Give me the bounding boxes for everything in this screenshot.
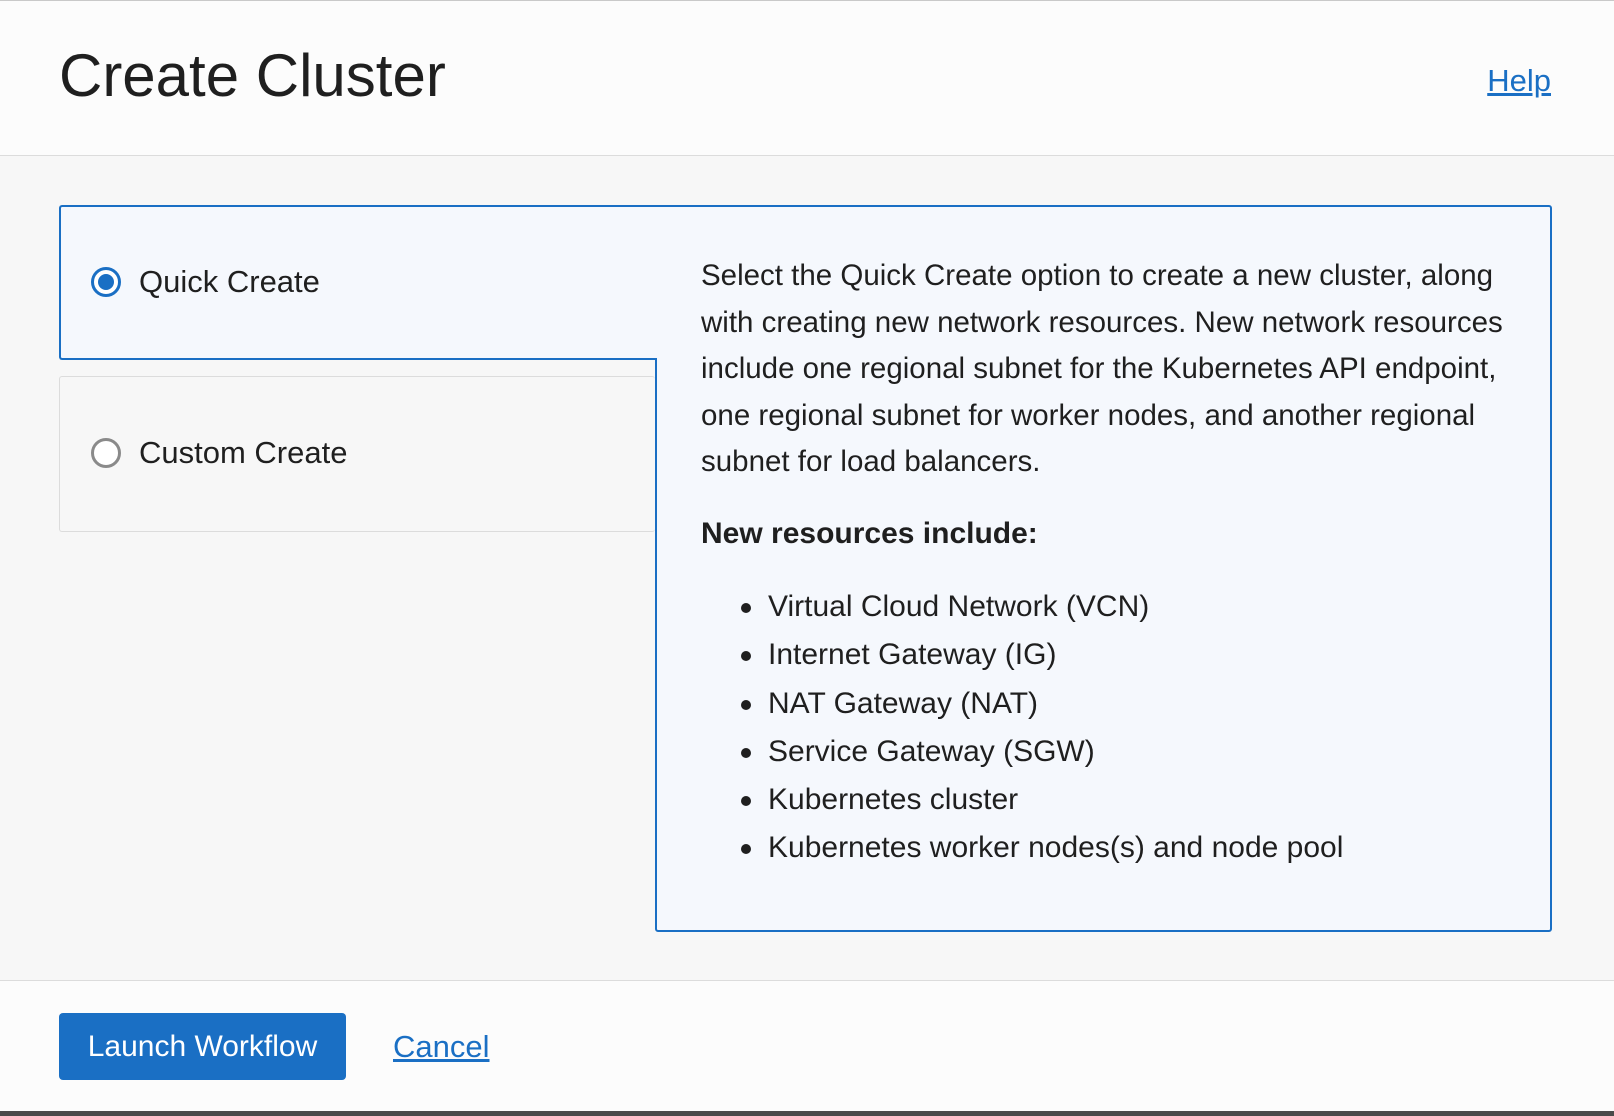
panel-join: [655, 207, 659, 358]
bullet-icon: [741, 699, 751, 710]
option-description: Select the Quick Create option to create…: [701, 259, 1503, 478]
resources-list: Virtual Cloud Network (VCN) Internet Gat…: [701, 583, 1343, 873]
custom-create-option[interactable]: Custom Create: [59, 376, 655, 532]
bullet-icon: [741, 603, 751, 613]
page-title: Create Cluster: [59, 42, 446, 109]
launch-workflow-button[interactable]: Launch Workflow: [59, 1013, 346, 1080]
list-item: Virtual Cloud Network (VCN): [701, 583, 1343, 631]
resources-heading: New resources include:: [701, 517, 1038, 550]
custom-create-label: Custom Create: [139, 435, 348, 470]
list-item: Internet Gateway (IG): [701, 631, 1343, 679]
bullet-icon: [741, 796, 751, 807]
list-item: NAT Gateway (NAT): [701, 680, 1343, 728]
dialog-header: Create Cluster Help: [0, 1, 1614, 156]
quick-create-radio[interactable]: [91, 267, 121, 297]
dialog-footer: Launch Workflow Cancel: [0, 980, 1614, 1116]
bullet-icon: [741, 651, 751, 662]
help-link[interactable]: Help: [1487, 63, 1551, 98]
quick-create-label: Quick Create: [139, 264, 320, 299]
list-item: Kubernetes worker nodes(s) and node pool: [701, 824, 1343, 872]
list-item: Kubernetes cluster: [701, 776, 1343, 824]
radio-selected-dot: [98, 274, 114, 290]
option-details-panel: Select the Quick Create option to create…: [655, 205, 1552, 932]
cancel-link[interactable]: Cancel: [393, 1029, 490, 1064]
window-bottom-edge: [0, 1111, 1614, 1116]
bullet-icon: [741, 747, 751, 758]
quick-create-option[interactable]: Quick Create: [59, 205, 659, 360]
dialog-content: Quick Create Custom Create Select the Qu…: [0, 156, 1614, 980]
bullet-icon: [741, 844, 751, 855]
list-item: Service Gateway (SGW): [701, 728, 1343, 776]
custom-create-radio[interactable]: [91, 438, 121, 468]
